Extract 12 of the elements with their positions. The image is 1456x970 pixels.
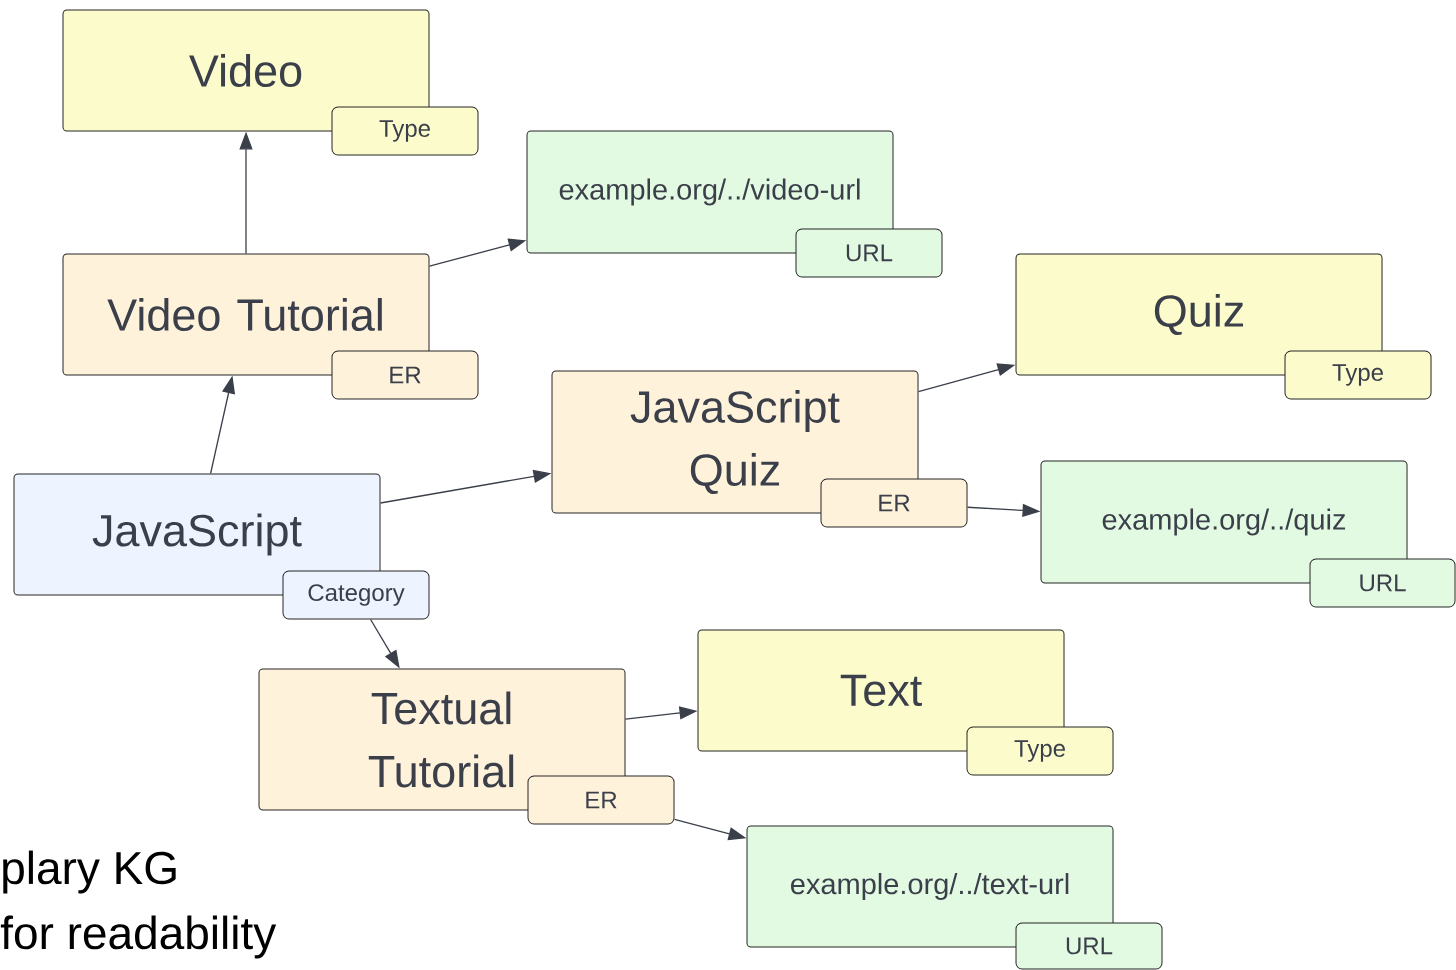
note-text: plary KG — [3, 850, 176, 894]
tag-box: Type — [331, 106, 479, 156]
tag-box: Category — [282, 570, 430, 620]
tag-box: URL — [795, 228, 943, 278]
tag-box: Type — [966, 726, 1114, 776]
note-text: for readability — [0, 915, 277, 959]
tag-box: ER — [527, 775, 675, 825]
tag-box: Type — [1284, 350, 1432, 400]
tag-box: URL — [1309, 558, 1456, 608]
tag-box: URL — [1015, 922, 1163, 970]
tag-box: ER — [331, 350, 479, 400]
tag-box: ER — [820, 478, 968, 528]
